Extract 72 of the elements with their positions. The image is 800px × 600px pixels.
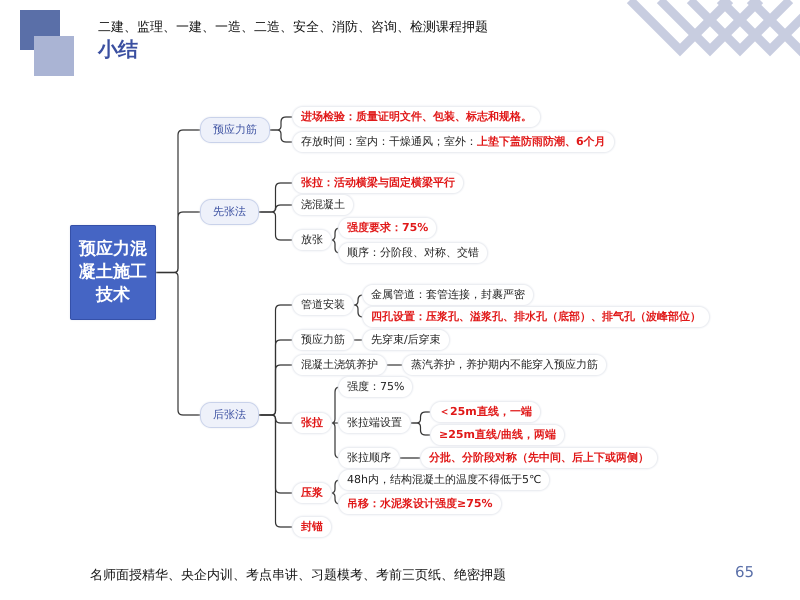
topic-box	[338, 493, 502, 515]
topic-text: 分批、分阶段对称（先中间、后上下或两侧）	[429, 451, 649, 464]
topic-box	[292, 482, 332, 504]
topic-box	[292, 131, 615, 153]
branch-line	[156, 272, 200, 416]
topic-box	[338, 447, 400, 469]
topic-box	[430, 424, 566, 446]
topic-box	[292, 329, 354, 351]
topic-box	[292, 412, 332, 434]
topic-box	[338, 376, 414, 398]
topic-text: 张拉	[301, 416, 323, 429]
slide-title: 小结	[98, 36, 138, 63]
topic-text: 强度：75%	[347, 380, 404, 393]
topic-text: 四孔设置：压浆孔、溢浆孔、排水孔（底部）、排气孔（波峰部位）	[371, 310, 701, 323]
branch-line	[259, 414, 292, 528]
topic-box	[338, 412, 411, 434]
topic-box	[362, 306, 710, 328]
root-box	[70, 224, 156, 320]
topic-box	[200, 117, 270, 143]
topic-text: 张拉顺序	[347, 451, 391, 464]
topic-box	[292, 172, 464, 194]
topic-text: 吊移：水泥浆设计强度≥75%	[347, 497, 493, 510]
topic-text: 放张	[301, 233, 323, 246]
topic-text: 封锚	[301, 520, 323, 533]
topic-box	[292, 106, 541, 128]
topic-text: ≥25m直线/曲线，两端	[439, 428, 556, 441]
topic-text: 管道安装	[301, 298, 345, 311]
topic-box	[292, 516, 332, 538]
topic-text: 预应力筋	[213, 123, 257, 136]
topic-box	[338, 217, 438, 239]
topic-text: ＜25m直线，一端	[439, 405, 532, 418]
topic-text: 预应力筋	[301, 333, 345, 346]
topic-box	[200, 402, 259, 428]
topic-text: 混凝土浇筑养护	[301, 358, 378, 371]
footer-text: 名师面授精华、央企内训、考点串讲、习题模考、考前三页纸、绝密押题	[90, 567, 506, 584]
topic-text: 48h内，结构混凝土的温度不得低于5℃	[347, 473, 542, 486]
topic-box	[292, 229, 332, 251]
topic-text: 顺序：分阶段、对称、交错	[347, 246, 479, 259]
topic-text: 蒸汽养护，养护期内不能穿入预应力筋	[411, 358, 598, 371]
topic-box	[362, 329, 450, 351]
topic-box	[430, 401, 541, 423]
page-number: 65	[735, 563, 754, 581]
topic-text: 后张法	[213, 408, 246, 421]
topic-text: 上垫下盖防雨防潮、6个月	[477, 135, 606, 148]
topic-text: 预应力混凝土施工技术	[79, 238, 147, 304]
topic-text: 压浆	[301, 486, 323, 499]
topic-text: 强度要求：75%	[347, 221, 428, 234]
branch-line	[387, 364, 402, 366]
topic-box	[402, 354, 607, 376]
branch-line	[353, 304, 364, 318]
topic-text: 张拉：活动横梁与固定横梁平行	[301, 176, 455, 189]
topic-box	[292, 194, 354, 216]
topic-box	[200, 199, 259, 225]
branch-line	[400, 457, 420, 459]
branch-line	[411, 422, 430, 436]
topic-text: 存放时间：室内：干燥通风；室外：	[301, 135, 477, 148]
topic-box	[338, 469, 550, 491]
header-text: 二建、监理、一建、一造、二造、安全、消防、咨询、检测课程押题	[98, 19, 488, 36]
topic-text: 先张法	[213, 205, 246, 218]
topic-box	[362, 284, 534, 306]
branch-line	[270, 129, 292, 143]
topic-text: 先穿束/后穿束	[371, 333, 441, 346]
topic-box	[338, 242, 488, 264]
branch-line	[353, 294, 364, 306]
topic-text: 进场检验：质量证明文件、包装、标志和规格。	[301, 110, 532, 123]
topic-box	[292, 354, 387, 376]
topic-text: 金属管道：套管连接，封裹严密	[371, 288, 525, 301]
topic-text: 张拉端设置	[347, 416, 402, 429]
topic-box	[292, 294, 354, 316]
branch-line	[259, 211, 292, 241]
topic-box	[420, 447, 658, 469]
topic-text: 浇混凝土	[301, 198, 345, 211]
